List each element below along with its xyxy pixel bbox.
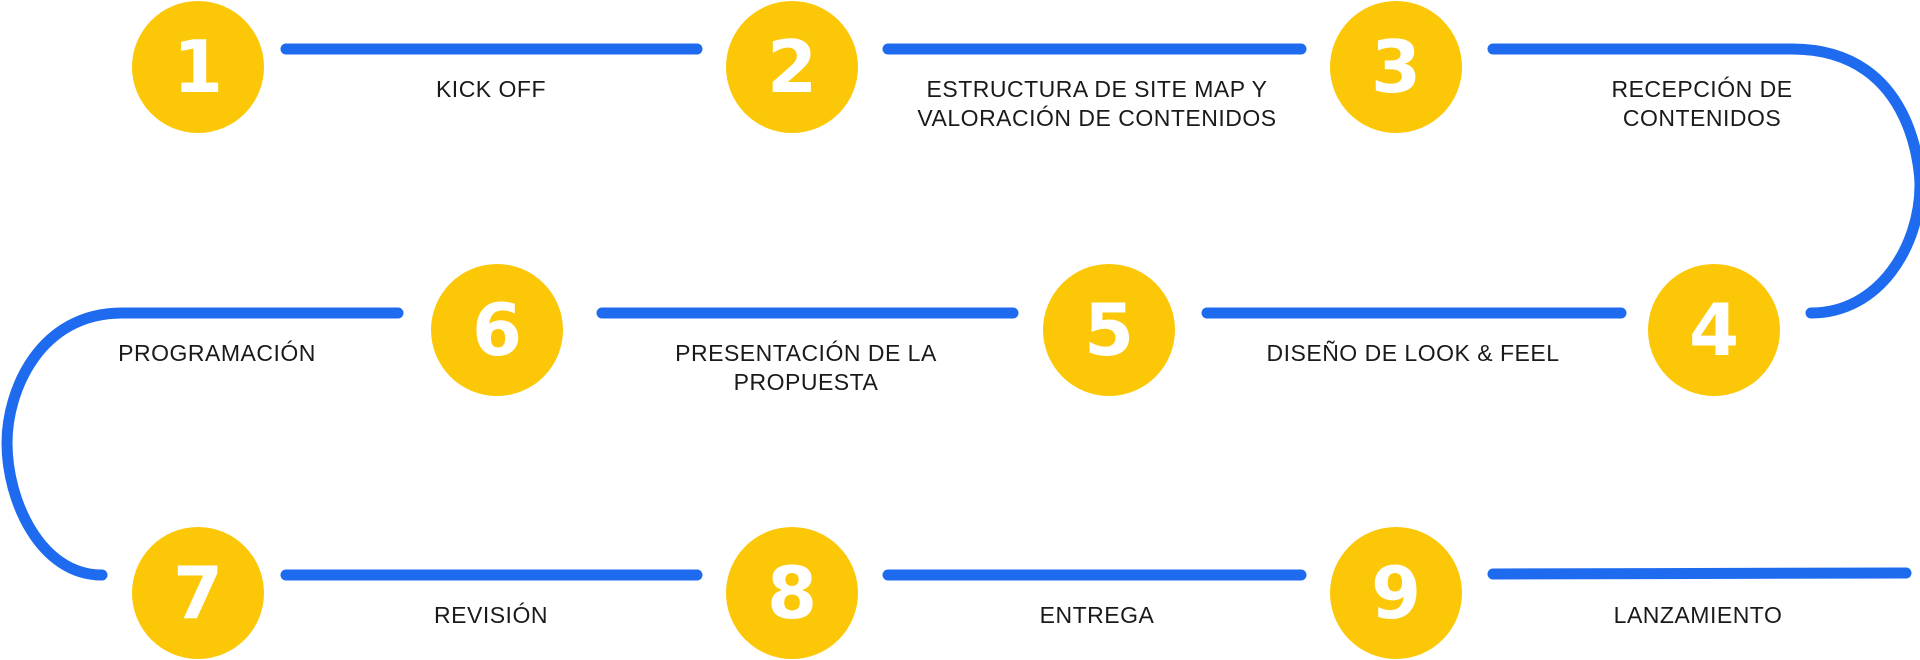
step-number: 5 — [1084, 288, 1134, 372]
step-2-label: VALORACIÓN DE CONTENIDOS — [917, 105, 1276, 131]
step-circle — [132, 1, 264, 133]
step-4: 4 — [1648, 264, 1780, 396]
step-number: 2 — [767, 25, 817, 109]
step-4-label: DISEÑO DE LOOK & FEEL — [1267, 340, 1560, 366]
step-9: 9 — [1330, 527, 1462, 659]
step-1-label: KICK OFF — [436, 76, 546, 102]
step-8: 8 — [726, 527, 858, 659]
step-7-label: REVISIÓN — [434, 602, 548, 628]
step-1: 1 — [132, 1, 264, 133]
step-number: 3 — [1371, 25, 1421, 109]
label-layer: KICK OFF ESTRUCTURA DE SITE MAP Y VALORACI… — [118, 76, 1792, 628]
step-6-label: PROGRAMACIÓN — [118, 340, 316, 366]
step-7: 7 — [132, 527, 264, 659]
step-8-label: ENTREGA — [1040, 602, 1155, 628]
step-number: 4 — [1689, 288, 1739, 372]
step-3: 3 — [1330, 1, 1462, 133]
step-3-label: CONTENIDOS — [1623, 105, 1781, 131]
connector-6-7 — [1, 307, 404, 581]
step-number: 8 — [767, 551, 817, 635]
step-3-label: RECEPCIÓN DE — [1611, 76, 1792, 102]
step-layer: 1 2 3 4 5 6 7 8 9 — [132, 1, 1780, 659]
step-circle — [431, 264, 563, 396]
step-circle — [132, 527, 264, 659]
step-5: 5 — [1043, 264, 1175, 396]
step-number: 7 — [173, 551, 223, 635]
step-circle — [1330, 527, 1462, 659]
step-circle — [1330, 1, 1462, 133]
step-6: 6 — [431, 264, 563, 396]
step-5-label: PRESENTACIÓN DE LA — [675, 340, 937, 366]
step-5-label: PROPUESTA — [734, 369, 879, 395]
step-9-label: LANZAMIENTO — [1614, 602, 1783, 628]
step-number: 6 — [472, 288, 522, 372]
step-number: 1 — [173, 25, 223, 109]
connector-9-end — [1487, 567, 1912, 580]
step-circle — [726, 1, 858, 133]
step-circle — [1648, 264, 1780, 396]
step-circle — [726, 527, 858, 659]
step-number: 9 — [1371, 551, 1421, 635]
step-2: 2 — [726, 1, 858, 133]
step-2-label: ESTRUCTURA DE SITE MAP Y — [927, 76, 1268, 102]
step-circle — [1043, 264, 1175, 396]
